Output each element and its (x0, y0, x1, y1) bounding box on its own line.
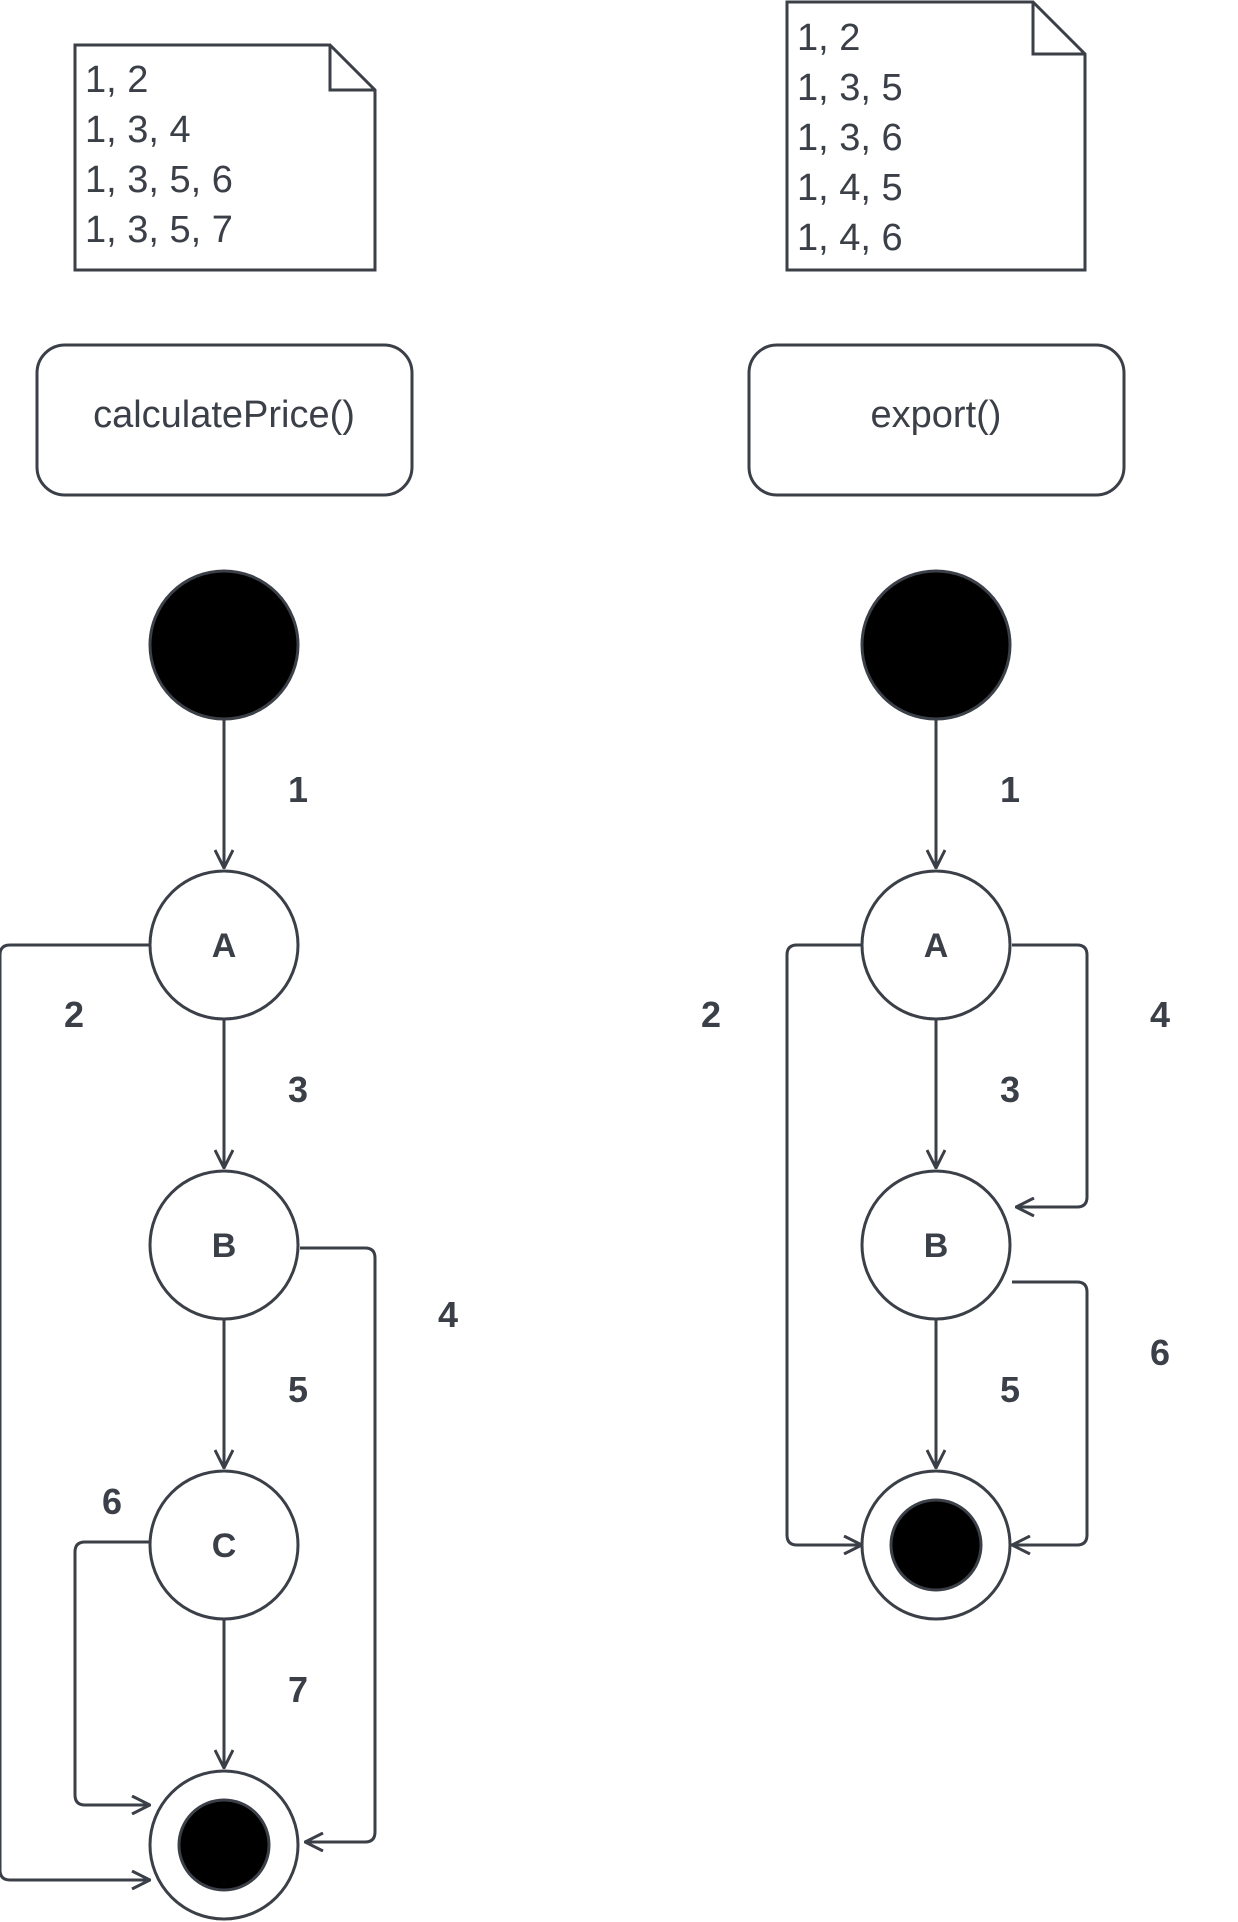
path-line: 1, 4, 5 (797, 167, 903, 209)
edge-label-1: 1 (288, 769, 308, 810)
edge-label-6: 6 (102, 1481, 122, 1522)
final-node (860, 1469, 1012, 1621)
edge-label-1: 1 (1000, 769, 1020, 810)
node-a: A (860, 869, 1012, 1021)
path-line: 1, 3, 6 (797, 117, 903, 159)
node-label: B (212, 1227, 237, 1265)
path-note-left: 1, 2 1, 3, 4 1, 3, 5, 6 1, 3, 5, 7 (73, 43, 377, 272)
diagram-calculate-price: 1, 2 1, 3, 4 1, 3, 5, 6 1, 3, 5, 7 calcu… (0, 43, 458, 1921)
edge-label-2: 2 (701, 994, 721, 1035)
node-a: A (148, 869, 300, 1021)
path-line: 1, 3, 5 (797, 67, 903, 109)
edge-4 (300, 1246, 377, 1842)
edge-label-6: 6 (1150, 1332, 1170, 1373)
edge-label-4: 4 (1150, 994, 1170, 1035)
edge-label-5: 5 (288, 1369, 308, 1410)
edge-2 (785, 943, 862, 1545)
node-b: B (148, 1169, 300, 1321)
node-label: A (924, 927, 949, 965)
node-label: A (212, 927, 237, 965)
node-label: C (212, 1527, 237, 1565)
method-box-left: calculatePrice() (35, 343, 414, 497)
edge-6 (73, 1540, 150, 1805)
path-line: 1, 2 (797, 17, 860, 59)
edge-label-4: 4 (438, 1294, 458, 1335)
edge-label-5: 5 (1000, 1369, 1020, 1410)
method-box-right: export() (747, 343, 1126, 497)
edge-label-2: 2 (64, 994, 84, 1035)
edge-label-7: 7 (288, 1669, 308, 1710)
edge-4 (1012, 943, 1089, 1207)
node-c: C (148, 1469, 300, 1621)
edge-label-3: 3 (288, 1069, 308, 1110)
initial-node (860, 569, 1012, 721)
path-line: 1, 3, 5, 7 (85, 209, 233, 251)
final-node (148, 1769, 300, 1921)
path-line: 1, 3, 4 (85, 109, 191, 151)
initial-node (148, 569, 300, 721)
path-note-right: 1, 2 1, 3, 5 1, 3, 6 1, 4, 5 1, 4, 6 (785, 0, 1087, 272)
diagram-export: 1, 2 1, 3, 5 1, 3, 6 1, 4, 5 1, 4, 6 exp… (701, 0, 1170, 1621)
method-title: calculatePrice() (93, 394, 355, 436)
path-line: 1, 2 (85, 59, 148, 101)
path-line: 1, 3, 5, 6 (85, 159, 233, 201)
edge-2 (0, 943, 150, 1880)
method-title: export() (871, 394, 1002, 436)
node-label: B (924, 1227, 949, 1265)
edge-label-3: 3 (1000, 1069, 1020, 1110)
path-line: 1, 4, 6 (797, 217, 903, 259)
node-b: B (860, 1169, 1012, 1321)
edge-6 (1012, 1280, 1089, 1545)
